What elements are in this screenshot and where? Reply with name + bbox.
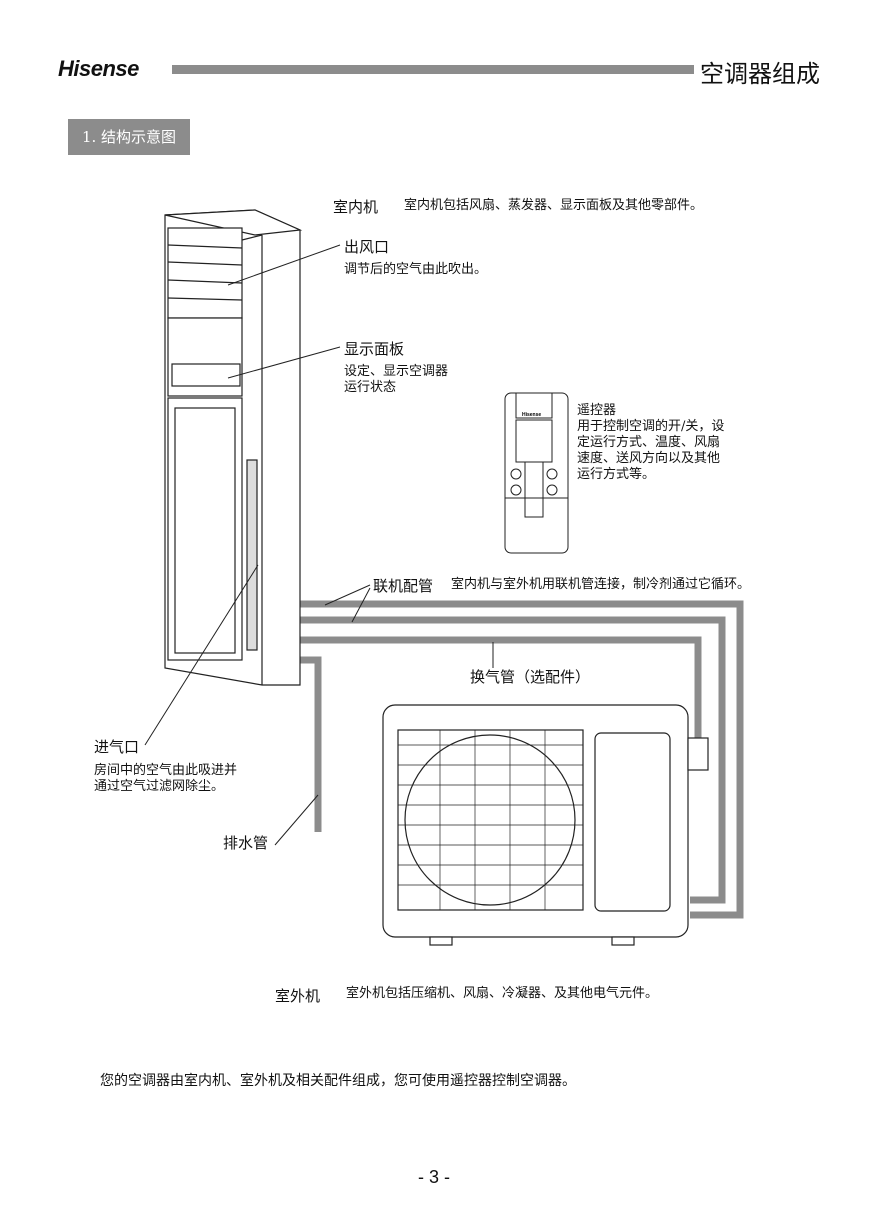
outdoor-desc: 室外机包括压缩机、风扇、冷凝器、及其他电气元件。 xyxy=(346,986,659,1001)
outdoor-label: 室外机 xyxy=(275,987,321,1005)
indoor-label: 室内机 xyxy=(333,198,379,216)
display-desc-2: 运行状态 xyxy=(344,380,397,395)
indoor-desc: 室内机包括风扇、蒸发器、显示面板及其他零部件。 xyxy=(404,198,704,213)
pipe-desc: 室内机与室外机用联机管连接，制冷剂通过它循环。 xyxy=(451,577,751,592)
section-title: 1. 结构示意图 xyxy=(68,119,190,155)
drain-label: 排水管 xyxy=(223,834,269,852)
remote-desc-1: 用于控制空调的开/关，设 xyxy=(577,419,725,434)
display-label: 显示面板 xyxy=(344,340,405,358)
pipes xyxy=(300,600,744,919)
outlet-desc: 调节后的空气由此吹出。 xyxy=(344,262,488,277)
page-number: - 3 - xyxy=(418,1167,451,1187)
remote-logo: Hisense xyxy=(522,412,541,418)
indoor-unit-drawing xyxy=(164,209,303,686)
inlet-desc-1: 房间中的空气由此吸进并 xyxy=(94,763,238,778)
remote-desc-4: 运行方式等。 xyxy=(577,467,656,482)
page-title: 空调器组成 xyxy=(700,60,820,88)
remote-drawing xyxy=(504,392,569,554)
remote-desc-2: 定运行方式、温度、风扇 xyxy=(577,435,721,450)
leader-lines xyxy=(144,244,494,846)
grille xyxy=(398,730,583,910)
inlet-label: 进气口 xyxy=(94,738,140,756)
pipe-label: 联机配管 xyxy=(373,577,434,595)
display-desc-1: 设定、显示空调器 xyxy=(344,364,449,379)
remote-desc-3: 速度、送风方向以及其他 xyxy=(577,451,721,466)
remote-label: 遥控器 xyxy=(577,403,617,418)
inlet-desc-2: 通过空气过滤网除尘。 xyxy=(94,779,225,794)
footer-note: 您的空调器由室内机、室外机及相关配件组成，您可使用遥控器控制空调器。 xyxy=(100,1073,576,1089)
vent-pipe-label: 换气管（选配件） xyxy=(470,668,591,686)
outdoor-unit-drawing xyxy=(382,704,709,946)
outlet-label: 出风口 xyxy=(344,238,390,256)
header-bar xyxy=(172,65,694,74)
hisense-logo: Hisense xyxy=(58,56,139,81)
